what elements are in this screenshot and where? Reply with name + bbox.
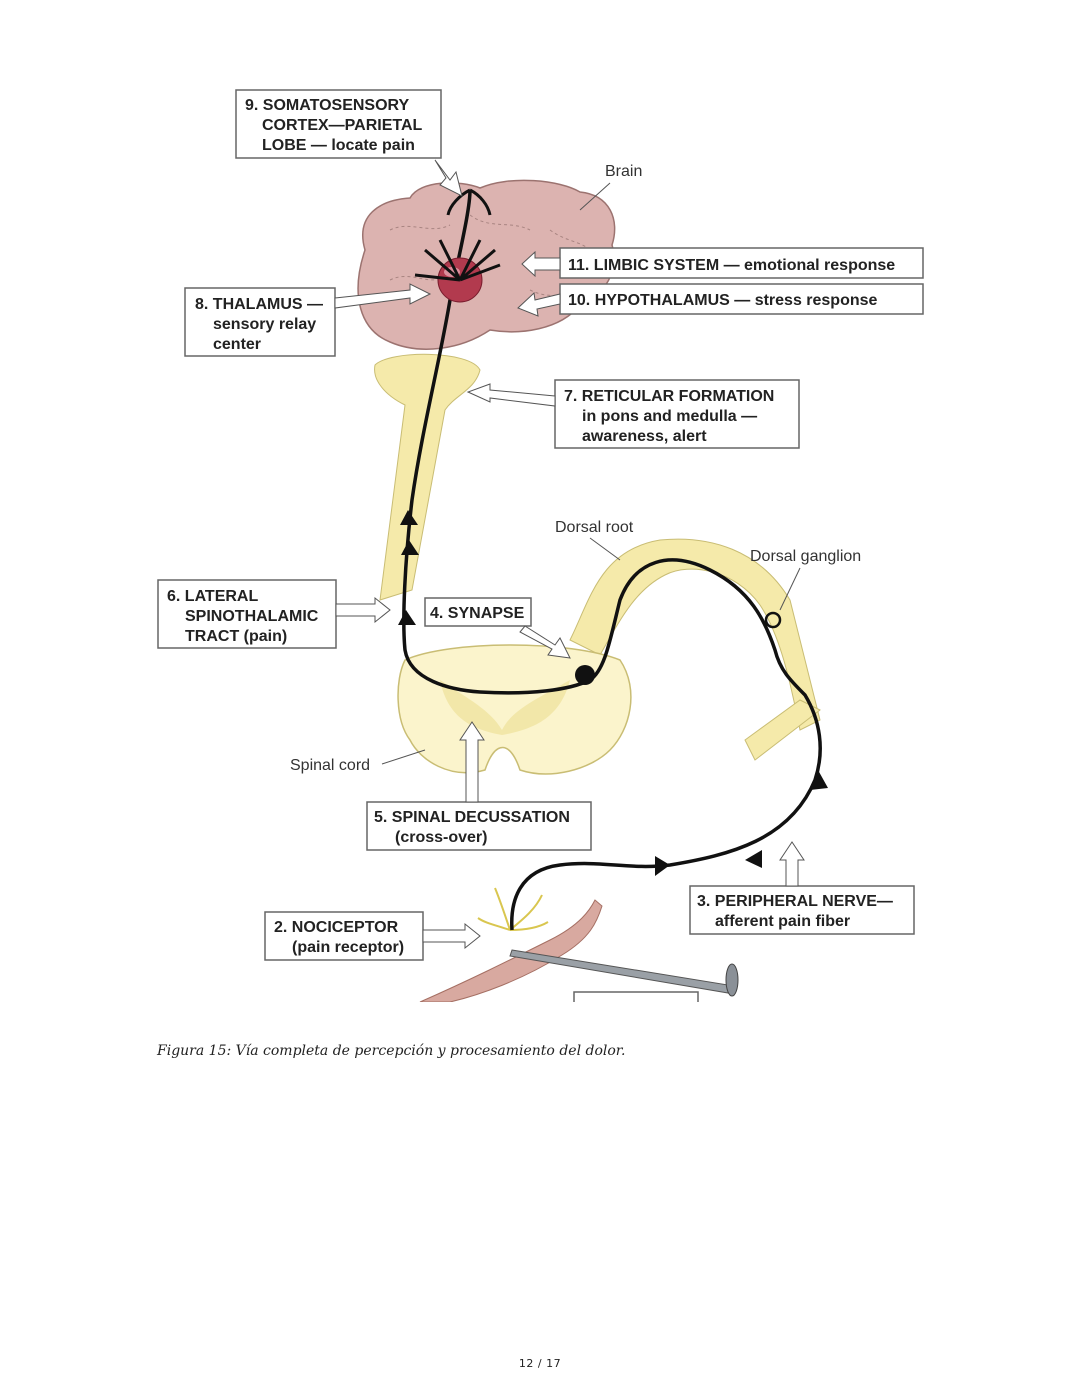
lateral-tract-box xyxy=(157,579,337,649)
reticular-label-3: awareness, alert xyxy=(582,428,707,445)
synapse-box xyxy=(424,597,532,627)
peripheral-nerve-box xyxy=(689,885,915,935)
lateral-label-1: 6. LATERAL xyxy=(167,588,258,605)
pain-pathway-diagram: 9. SOMATOSENSORY CORTEX—PARIETAL LOBE — … xyxy=(157,89,924,1010)
peripheral-label-1: 3. PERIPHERAL NERVE— xyxy=(697,893,893,910)
skin-shape xyxy=(419,899,603,1002)
reticular-label-2: in pons and medulla — xyxy=(582,408,757,425)
spinal-cord-label: Spinal cord xyxy=(290,757,370,774)
hypothalamus-box xyxy=(559,283,924,315)
somatosensory-label-1: 9. SOMATOSENSORY xyxy=(245,97,410,114)
decussation-label-2: (cross-over) xyxy=(395,829,487,846)
pain-pathway-line xyxy=(402,189,822,931)
reticular-label-1: 7. RETICULAR FORMATION xyxy=(564,388,774,405)
thalamus-label-1: 8. THALAMUS — xyxy=(195,296,323,313)
somatosensory-box xyxy=(235,89,442,159)
limbic-label: 11. LIMBIC SYSTEM — emotional response xyxy=(568,257,895,274)
lateral-label-2: SPINOTHALAMIC xyxy=(185,608,319,625)
peripheral-label-2: afferent pain fiber xyxy=(715,913,850,930)
synapse-label: 4. SYNAPSE xyxy=(430,605,525,622)
thalamus-label-3: center xyxy=(213,336,261,353)
decussation-label-1: 5. SPINAL DECUSSATION xyxy=(374,809,570,826)
spinal-cord-shape xyxy=(397,644,632,775)
nociceptor-label-1: 2. NOCICEPTOR xyxy=(274,919,399,936)
brain-label: Brain xyxy=(605,163,642,180)
stimulus-label: 1. STIMULUS xyxy=(582,1001,682,1010)
page-number: 12 / 17 xyxy=(518,1357,562,1370)
brain-shape xyxy=(357,179,616,350)
dorsal-root-label: Dorsal root xyxy=(555,519,634,536)
dorsal-root-shape xyxy=(569,538,821,731)
pain-pathway-figure: 9. SOMATOSENSORY CORTEX—PARIETAL LOBE — … xyxy=(150,80,940,1010)
somatosensory-label-3: LOBE — locate pain xyxy=(262,137,415,154)
nail-shape xyxy=(509,949,729,994)
stimulus-box xyxy=(573,991,699,1002)
dorsal-ganglion-label: Dorsal ganglion xyxy=(750,548,861,565)
thalamus-label-2: sensory relay xyxy=(213,316,316,333)
somatosensory-label-2: CORTEX—PARIETAL xyxy=(262,117,423,134)
thalamus-box xyxy=(184,287,336,357)
nociceptor-label-2: (pain receptor) xyxy=(292,939,404,956)
brainstem xyxy=(374,353,481,601)
hypothalamus-label: 10. HYPOTHALAMUS — stress response xyxy=(568,292,878,309)
reticular-box xyxy=(554,379,800,449)
lateral-label-3: TRACT (pain) xyxy=(185,628,287,645)
figure-caption: Figura 15: Vía completa de percepción y … xyxy=(157,1043,626,1059)
decussation-box xyxy=(366,801,592,851)
